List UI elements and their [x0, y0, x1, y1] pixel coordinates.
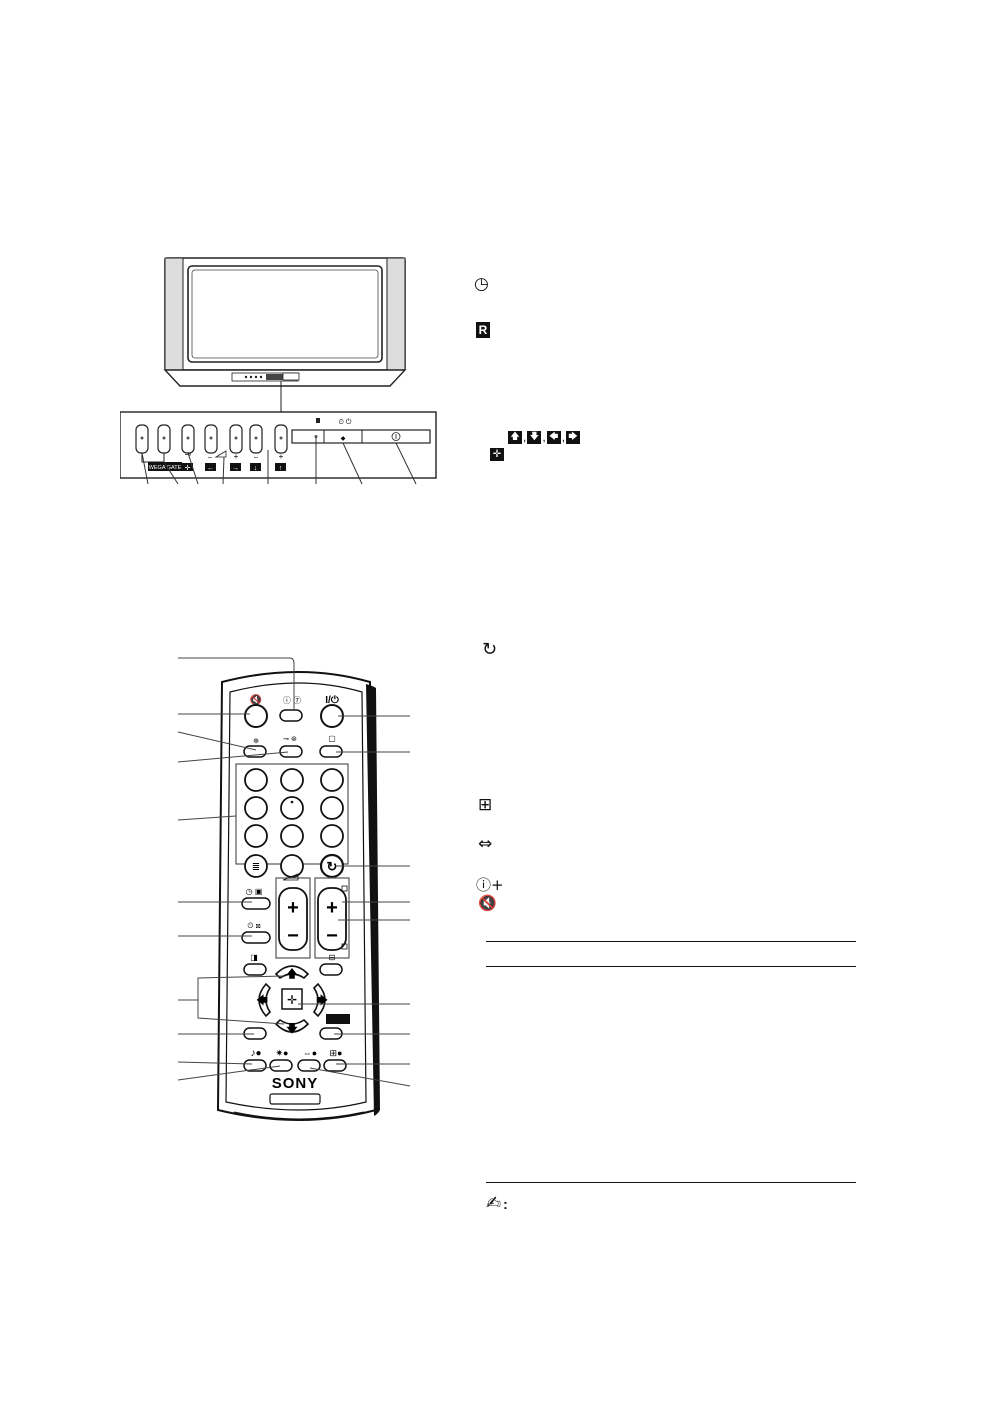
svg-text:✛: ✛ — [185, 464, 191, 472]
remote-brand: SONY — [272, 1075, 319, 1092]
svg-text:ⓘ ⑦: ⓘ ⑦ — [283, 696, 301, 705]
arrow-up-icon: 🡅 — [508, 431, 522, 444]
svg-text:↻: ↻ — [327, 859, 338, 874]
svg-text:🡄: 🡄 — [256, 995, 268, 1007]
wega-gate-label: WEGA GATE — [149, 465, 182, 471]
svg-text:⊟: ⊟ — [329, 953, 336, 962]
program-plus-label: + — [279, 452, 284, 461]
svg-text:⊞●: ⊞● — [330, 1048, 343, 1058]
arrow-keys-legend: 🡅 , 🡇 , 🡄 , 🡆 — [508, 430, 581, 444]
program-minus-label: – — [254, 454, 258, 461]
separator: , — [523, 430, 527, 444]
svg-text:🡇: 🡇 — [286, 1022, 298, 1035]
remote-callouts-left — [177, 657, 295, 1081]
svg-text:≣: ≣ — [252, 862, 260, 873]
r-box-icon: R — [476, 322, 490, 338]
svg-text:−: − — [326, 925, 338, 947]
mute-icon: 🔇 — [478, 894, 497, 912]
svg-text:♪●: ♪● — [250, 1048, 261, 1059]
arrow-down-icon: 🡇 — [527, 431, 542, 444]
note-colon: : — [503, 1196, 508, 1212]
svg-text:↑: ↑ — [279, 465, 283, 472]
arrow-left-icon: 🡄 — [546, 431, 561, 444]
divider — [486, 1182, 856, 1183]
svg-text:−: − — [287, 925, 299, 947]
tv-front-panel-diagram: WEGA GATE ⊸ ✛ – + – + ← → ↓ ↑ ⏲ ⏻ ◆ — [120, 257, 437, 485]
svg-text:◨: ◨ — [250, 953, 258, 962]
svg-text:+: + — [287, 897, 299, 919]
svg-text:→: → — [232, 465, 239, 472]
svg-text:✷●: ✷● — [276, 1048, 289, 1058]
arrow-right-icon: 🡆 — [566, 431, 581, 444]
remote-control-diagram: 🔇 ⓘ ⑦ I/⏻ ⊕ ⊸ ⊛ ▢ ≣ ↻ + − + − ◷ ▣ ⏲ ⊠ ◨ … — [177, 657, 411, 1121]
svg-text:◷ ▣: ◷ ▣ — [246, 887, 263, 896]
svg-text:✛: ✛ — [287, 993, 297, 1007]
svg-text:↓: ↓ — [254, 465, 258, 472]
note-marker: ✍ : — [486, 1194, 508, 1214]
svg-text:←: ← — [207, 465, 214, 472]
remote-number-pad — [244, 768, 344, 878]
svg-text:🔇: 🔇 — [250, 693, 262, 706]
divider — [486, 966, 856, 967]
svg-text:🡅: 🡅 — [286, 967, 298, 980]
svg-text:▢: ▢ — [328, 734, 336, 743]
svg-text:⇔●: ⇔● — [303, 1048, 317, 1058]
volume-plus-label: + — [234, 452, 239, 461]
remote-power-label: I/⏻ — [325, 694, 339, 706]
dual-sound-icon: ⇔ — [478, 834, 493, 854]
info-plus-icon: ⓘ+ — [476, 876, 504, 894]
swap-icon: ↻ — [482, 639, 498, 660]
svg-text:⏲ ⊠: ⏲ ⊠ — [247, 921, 261, 930]
ok-icon: ✛ — [490, 448, 504, 461]
panel-arrow-boxes: ← → ↓ ↑ — [205, 463, 286, 472]
separator: , — [542, 430, 546, 444]
remote-callouts-right — [298, 715, 411, 1087]
svg-text:◆: ◆ — [341, 436, 346, 442]
timer-icon: ◷ — [474, 274, 489, 294]
svg-text:⊕: ⊕ — [253, 738, 259, 745]
divider — [486, 941, 856, 942]
separator: , — [561, 430, 566, 444]
svg-text:+: + — [326, 897, 338, 919]
svg-text:⏲ ⏻: ⏲ ⏻ — [339, 418, 352, 426]
pencil-note-icon: ✍ — [486, 1193, 502, 1214]
volume-minus-label: – — [208, 454, 212, 461]
svg-text:🡆: 🡆 — [316, 995, 328, 1007]
svg-text:⊸ ⊛: ⊸ ⊛ — [283, 736, 297, 743]
picture-format-icon: ⊞ — [478, 795, 493, 815]
